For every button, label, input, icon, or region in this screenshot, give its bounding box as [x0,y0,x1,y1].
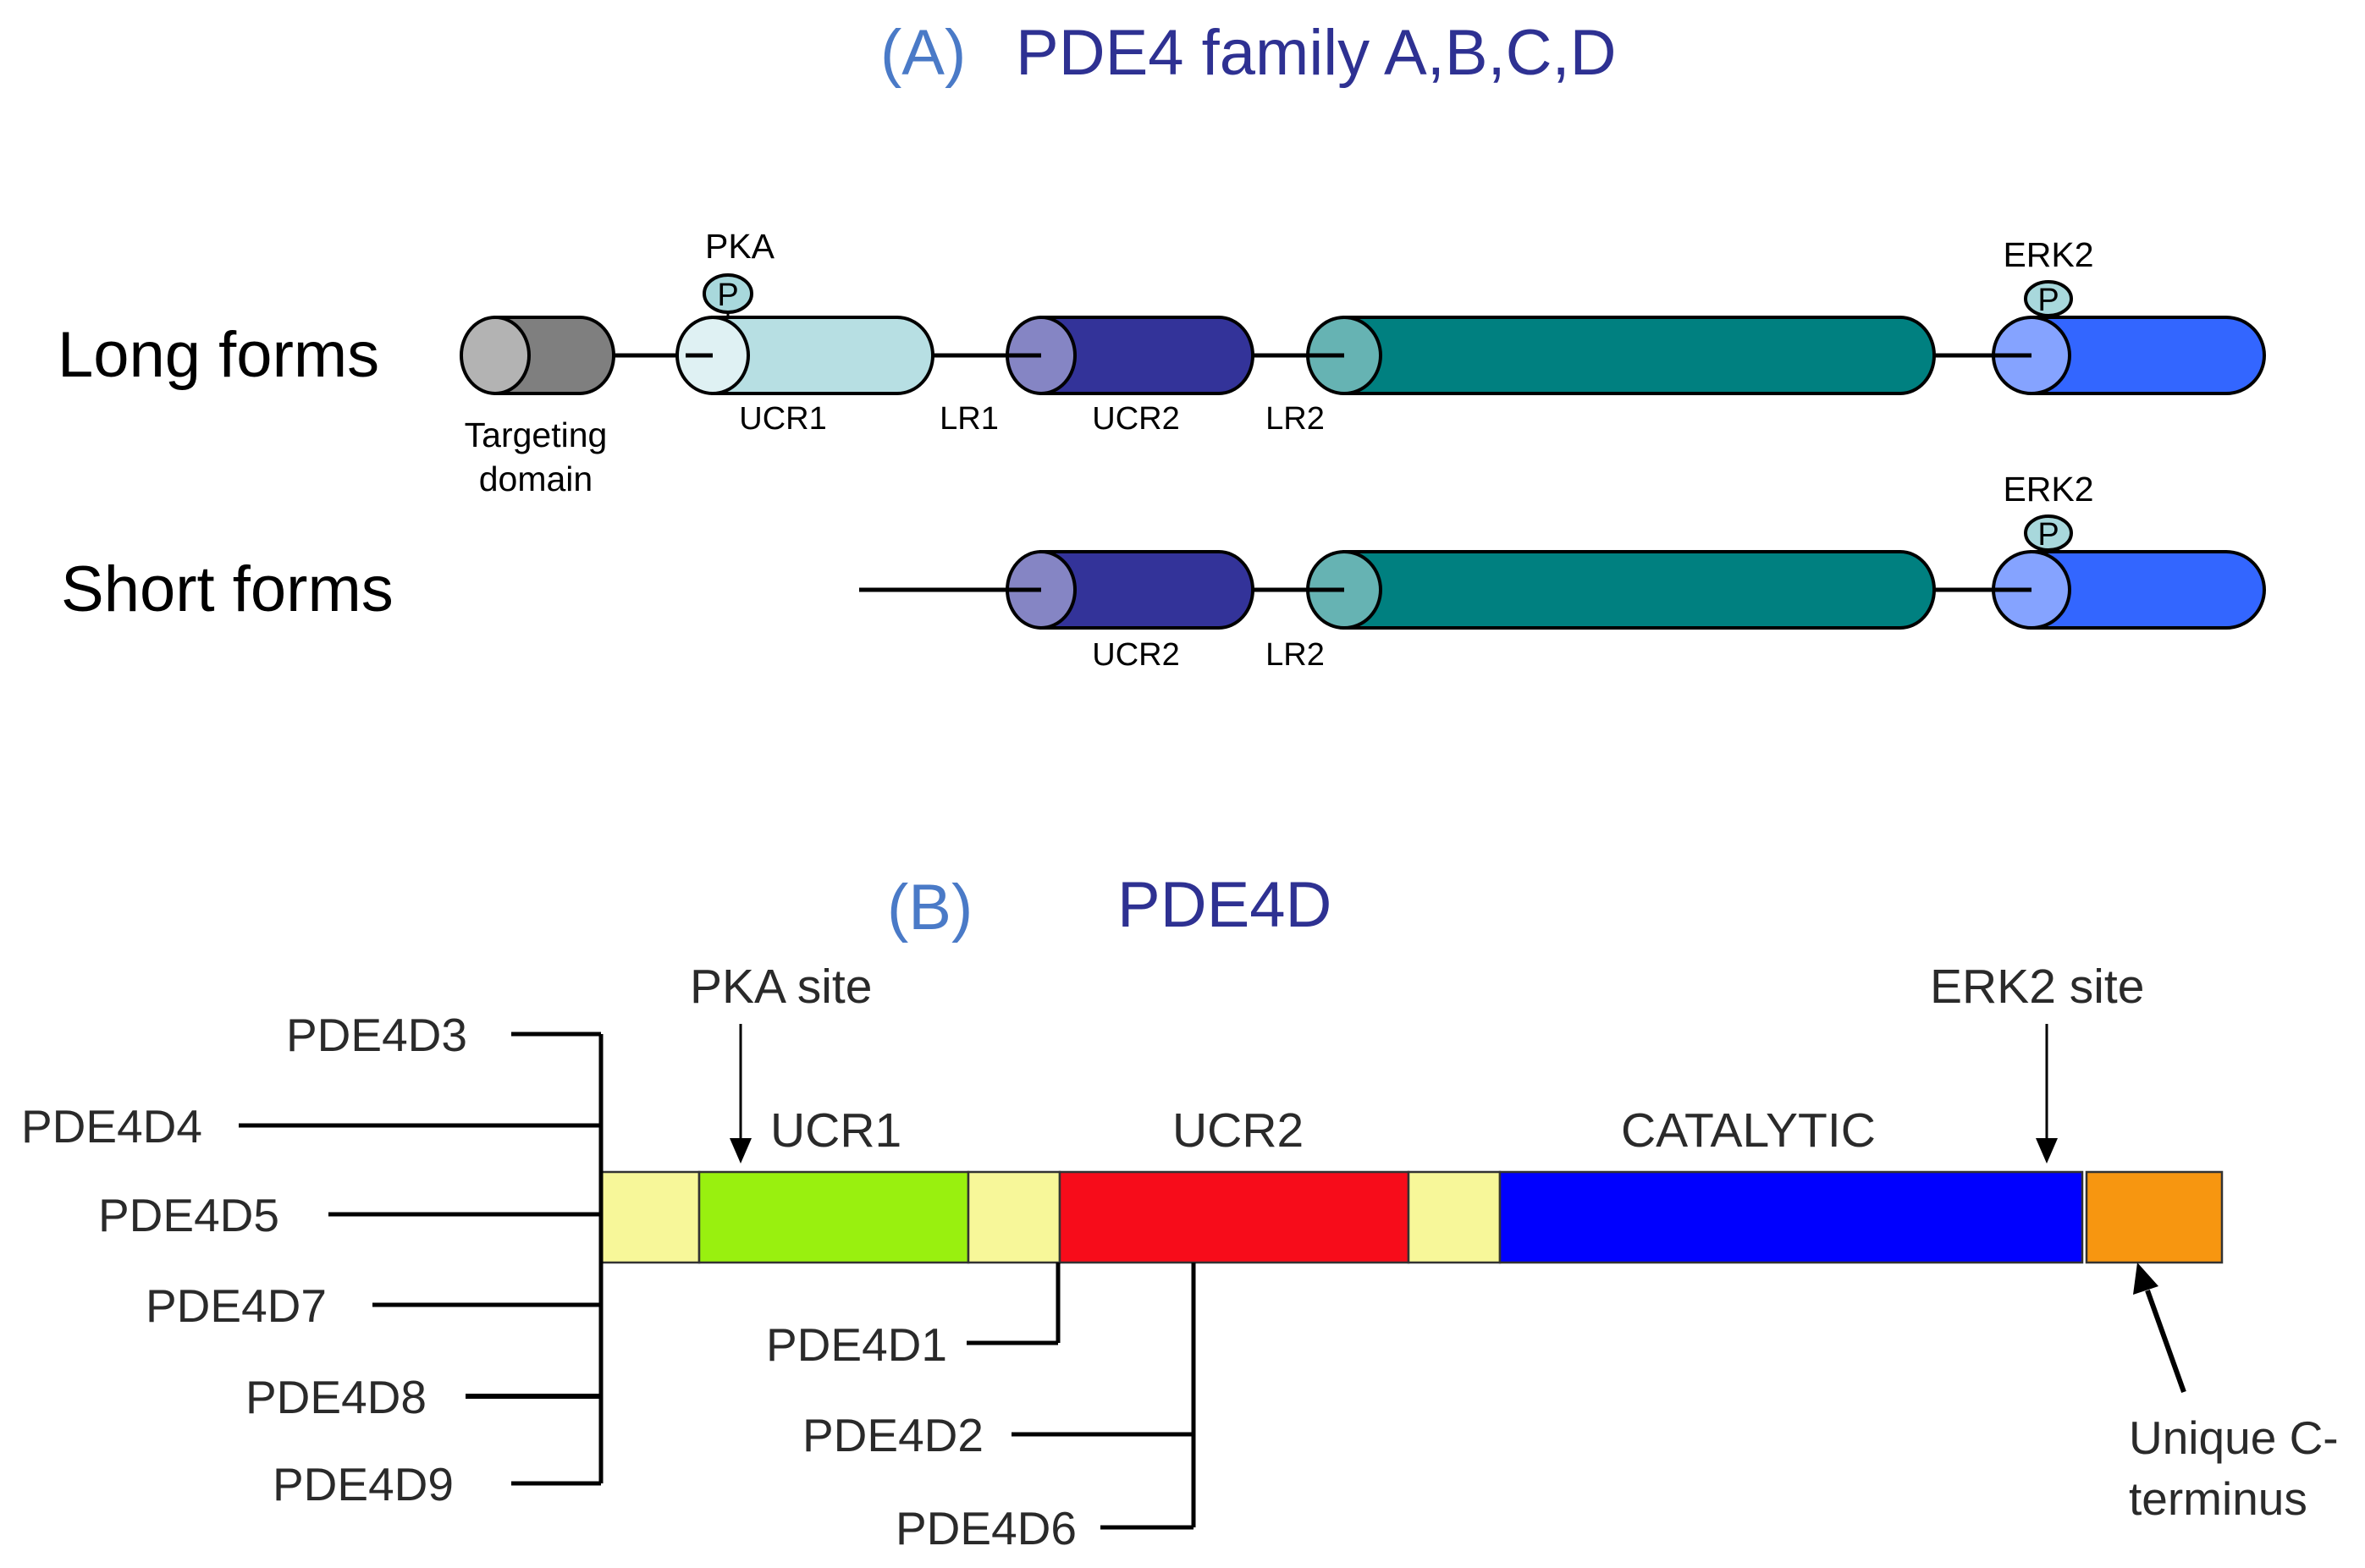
ucr1-label: UCR1 [739,401,826,437]
isoform-label: PDE4D6 [896,1502,1077,1554]
short-forms-row: UCR2 LR2 P ERK2 [859,470,2266,673]
panel-a-letter: (A) [880,17,966,89]
panel-a-title: PDE4 family A,B,C,D [1016,17,1617,89]
lr1-segment [967,1170,1061,1264]
long-forms-row: Targeting domain P PKA UCR1 LR1 UCR2 LR [460,227,2266,498]
catalytic-domain-label: CATALYTIC [1621,1103,1876,1158]
panel-b-letter: (B) [887,872,973,944]
catalytic-cylinder-long [1306,316,1936,395]
unique-cterminus-line1: Unique C- [2129,1411,2339,1464]
pka-site-arrow [730,1138,752,1164]
n-terminal-linker-segment [599,1170,701,1264]
isoform-label: PDE4D3 [286,1009,467,1061]
ucr1-domain-label: UCR1 [770,1103,901,1158]
short-forms-label: Short forms [61,553,394,625]
unique-cterminus-arrow [2133,1263,2158,1295]
targeting-domain-cylinder [460,316,615,395]
erk2-site-label: ERK2 site [1930,960,2144,1014]
isoform-label: PDE4D8 [245,1371,427,1423]
short-isoform-lines [967,1263,1196,1530]
panel-b-title: PDE4D [1117,869,1331,941]
erk2-site-arrow [2036,1138,2058,1164]
targeting-label-line2: domain [479,459,593,498]
erk2-phospho-marker-short [2024,514,2073,552]
targeting-label-line1: Targeting [465,415,608,454]
long-isoform-bracket [239,1032,604,1486]
isoform-label: PDE4D4 [21,1100,202,1153]
ucr2-segment [1058,1170,1410,1264]
ucr2-label-short: UCR2 [1092,637,1179,673]
pka-site-label: PKA site [690,960,872,1014]
erk2-phospho-marker-long [2024,280,2073,317]
lr2-label-long: LR2 [1265,401,1325,437]
panel-a: (A) PDE4 family A,B,C,D Long forms Short… [58,17,2266,673]
isoform-label: PDE4D7 [146,1279,327,1332]
erk2-label-long: ERK2 [2003,235,2093,274]
catalytic-segment [1498,1170,2084,1264]
isoform-label: PDE4D5 [98,1189,279,1241]
unique-cterminus-line2: terminus [2129,1472,2307,1525]
lr2-segment [1407,1170,1502,1264]
ucr1-cylinder [675,316,934,395]
isoform-label: PDE4D9 [273,1458,454,1510]
ucr2-cylinder-short [1006,550,1254,630]
long-forms-label: Long forms [58,319,379,391]
ucr2-label-long: UCR2 [1092,401,1179,437]
isoform-label: PDE4D1 [766,1318,947,1371]
ucr1-segment [697,1170,970,1264]
erk2-p-symbol-long: P [2037,283,2059,318]
isoform-label: PDE4D2 [802,1409,984,1461]
pka-phospho-marker [703,273,753,314]
erk2-label-short: ERK2 [2003,470,2093,509]
erk2-p-symbol-short: P [2037,517,2059,553]
pka-label: PKA [705,227,775,266]
ucr2-domain-label: UCR2 [1172,1103,1304,1158]
lr2-label-short: LR2 [1265,637,1325,673]
cterminal-cylinder-short [1992,550,2266,630]
lr1-label: LR1 [940,401,999,437]
ucr2-cylinder-long [1006,316,1254,395]
cterminal-cylinder-long [1992,316,2266,395]
panel-b: (B) PDE4D PKA site ERK2 site UCR1 UCR2 C… [21,869,2339,1554]
pde4d-domain-bar [599,1170,2224,1264]
catalytic-cylinder-short [1306,550,1936,630]
pka-p-symbol: P [717,278,738,313]
unique-cterminus-segment [2085,1170,2224,1264]
